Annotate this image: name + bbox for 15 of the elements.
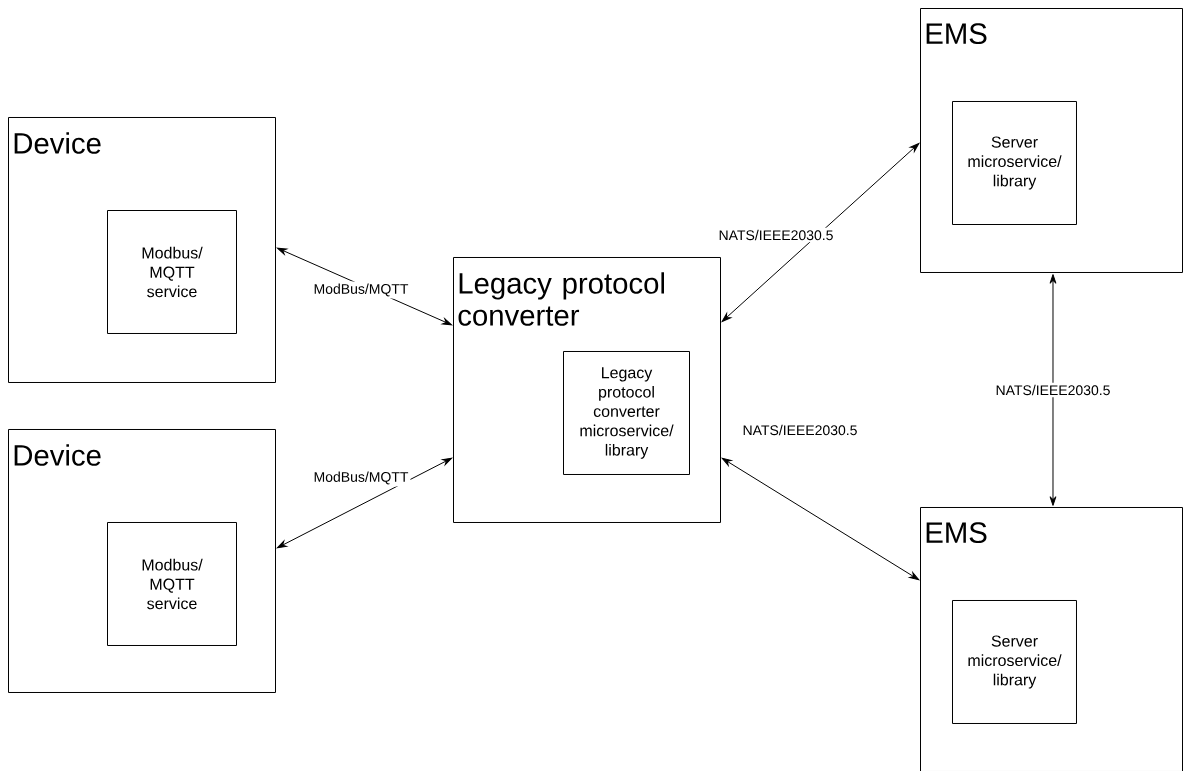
service-box: Modbus/ MQTT service <box>107 522 237 646</box>
library-box: Server microservice/ library <box>952 101 1077 225</box>
edge-label: ModBus/MQTT <box>311 469 411 487</box>
edge-label: NATS/IEEE2030.5 <box>716 227 836 243</box>
edge-label: ModBus/MQTT <box>311 281 411 299</box>
arrow <box>1049 274 1057 506</box>
arrow <box>276 457 453 549</box>
service-box: Modbus/ MQTT service <box>107 210 237 334</box>
arrow <box>721 457 920 581</box>
arrow <box>276 247 453 326</box>
library-box: Legacy protocol converter microservice/ library <box>563 351 690 475</box>
edge-label: NATS/IEEE2030.5 <box>740 422 860 438</box>
edge-label: NATS/IEEE2030.5 <box>993 382 1113 398</box>
library-box: Server microservice/ library <box>952 600 1077 724</box>
arrow <box>721 143 920 322</box>
